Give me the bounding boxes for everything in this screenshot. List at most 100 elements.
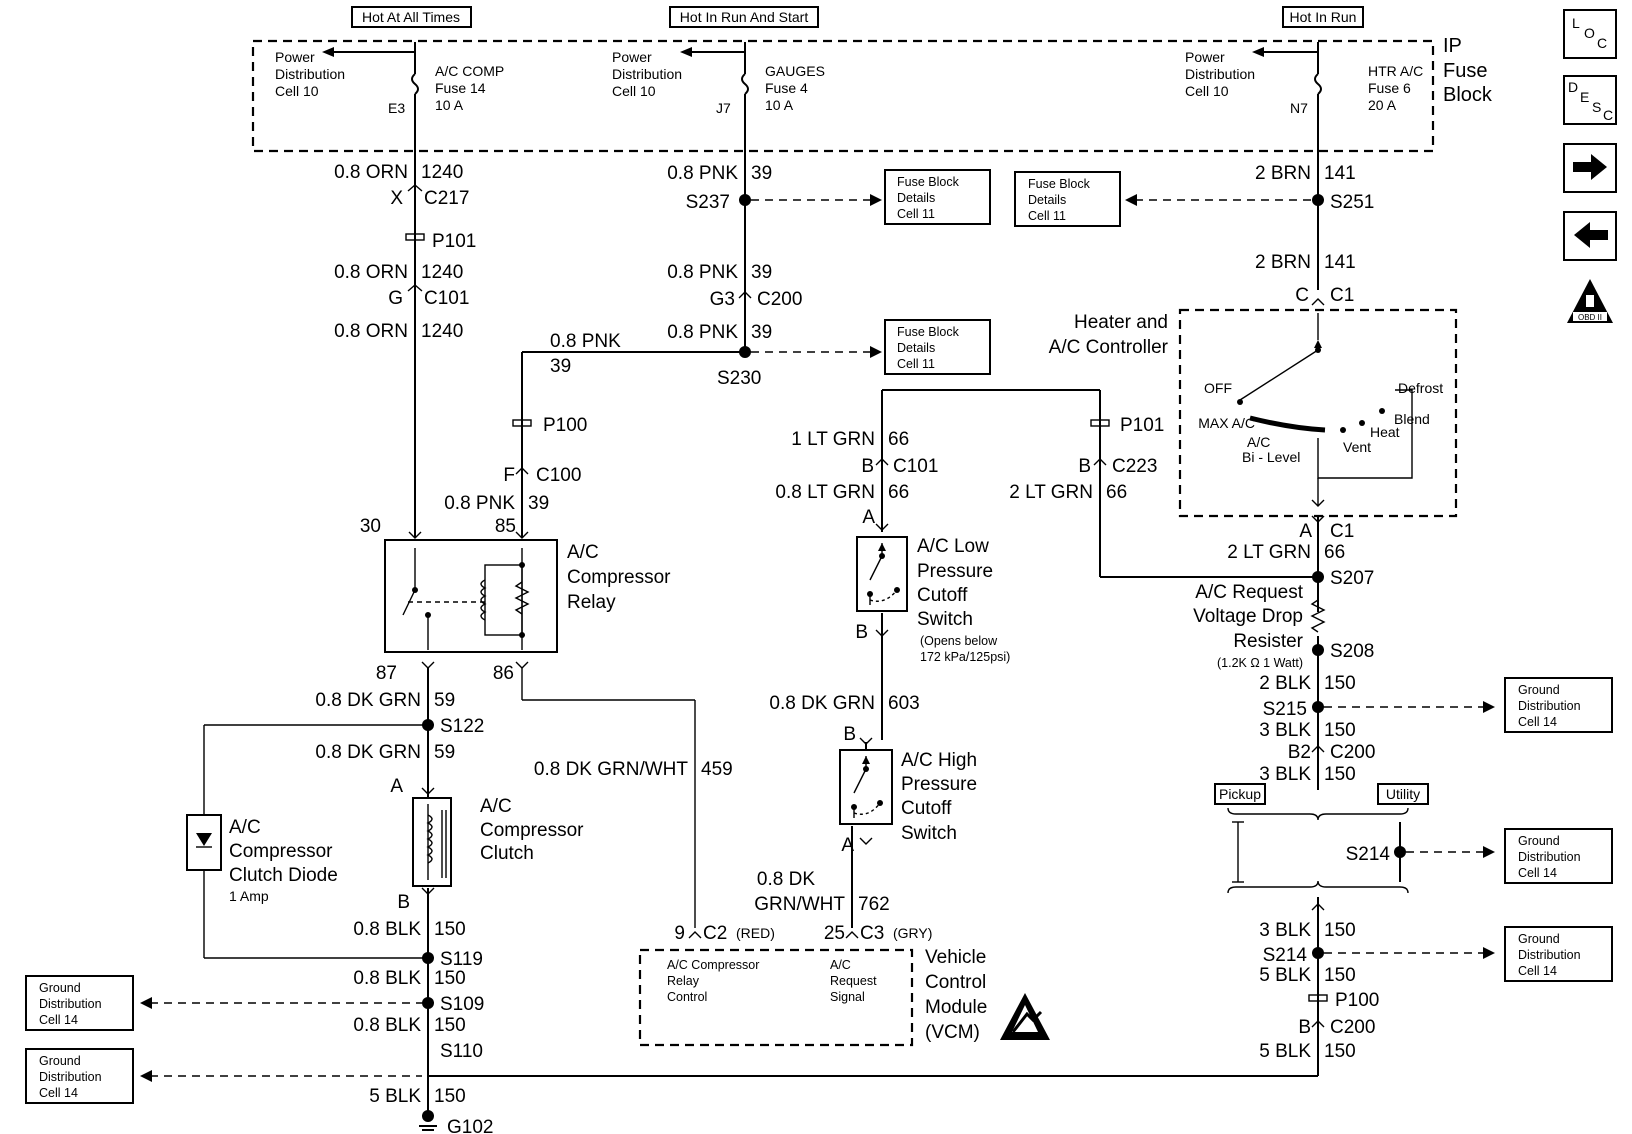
svg-text:Fuse Block: Fuse Block	[897, 325, 960, 339]
svg-text:150: 150	[434, 919, 466, 940]
svg-text:A/C Low: A/C Low	[917, 536, 989, 557]
svg-text:0.8 BLK: 0.8 BLK	[353, 968, 421, 989]
svg-text:C101: C101	[424, 288, 469, 309]
svg-text:S109: S109	[440, 994, 484, 1015]
svg-text:66: 66	[888, 482, 909, 503]
svg-text:A/C: A/C	[1247, 434, 1270, 450]
svg-text:S207: S207	[1330, 568, 1374, 589]
svg-text:Vent: Vent	[1343, 439, 1371, 455]
svg-text:Distribution: Distribution	[39, 997, 102, 1011]
ref-ground-distribution-s109[interactable]: Ground Distribution Cell 14	[25, 975, 134, 1031]
svg-text:B: B	[855, 622, 868, 643]
svg-text:B: B	[861, 456, 874, 477]
svg-text:150: 150	[434, 968, 466, 989]
svg-text:P101: P101	[432, 231, 476, 252]
svg-text:Cutoff: Cutoff	[901, 798, 952, 819]
svg-text:G102: G102	[447, 1117, 493, 1134]
ref-fuse-block-details-1[interactable]: Fuse Block Details Cell 11	[884, 169, 991, 225]
svg-text:Fuse: Fuse	[1443, 60, 1487, 82]
ref-ground-distribution-s214b[interactable]: Ground Distribution Cell 14	[1504, 926, 1613, 982]
svg-text:Ground: Ground	[1518, 932, 1560, 946]
svg-text:C2: C2	[703, 923, 727, 944]
heater-ac-circuit: 2 BRN 141 S251 2 BRN 141 C C1 Heater and…	[1009, 115, 1495, 1076]
svg-text:P100: P100	[543, 415, 587, 436]
svg-text:Control: Control	[667, 990, 707, 1004]
svg-text:Compressor: Compressor	[480, 820, 584, 841]
svg-text:150: 150	[1324, 1041, 1356, 1062]
svg-text:C1: C1	[1330, 521, 1354, 542]
ac-high-pressure-cutoff-switch	[839, 749, 893, 825]
loc-button[interactable]: L O C	[1563, 9, 1617, 59]
svg-text:30: 30	[360, 516, 381, 537]
svg-text:A: A	[862, 507, 875, 528]
svg-text:1240: 1240	[421, 262, 463, 283]
svg-text:1 LT GRN: 1 LT GRN	[791, 429, 875, 450]
svg-text:150: 150	[1324, 965, 1356, 986]
svg-text:Cutoff: Cutoff	[917, 585, 968, 606]
svg-text:C1: C1	[1330, 285, 1354, 306]
svg-text:Defrost: Defrost	[1398, 380, 1443, 396]
svg-text:C200: C200	[1330, 1017, 1375, 1038]
svg-text:5 BLK: 5 BLK	[1259, 965, 1311, 986]
svg-text:Block: Block	[1443, 84, 1493, 106]
svg-text:C200: C200	[757, 289, 802, 310]
right-arrow-icon	[1573, 154, 1607, 180]
svg-text:Details: Details	[1028, 193, 1066, 207]
svg-text:B2: B2	[1288, 742, 1311, 763]
svg-text:0.8 DK: 0.8 DK	[757, 869, 815, 890]
left-circuit: 0.8 ORN 1240 X C217 P101 0.8 ORN 1240 G …	[334, 115, 476, 538]
next-button[interactable]	[1563, 143, 1617, 193]
svg-text:A/C: A/C	[830, 958, 851, 972]
svg-text:Switch: Switch	[901, 823, 957, 844]
svg-text:(Opens below: (Opens below	[920, 634, 998, 648]
svg-text:Hot At All Times: Hot At All Times	[362, 9, 460, 25]
svg-text:A/C: A/C	[229, 817, 261, 838]
svg-text:G: G	[388, 288, 403, 309]
ref-fuse-block-details-3[interactable]: Fuse Block Details Cell 11	[884, 319, 991, 375]
svg-text:N7: N7	[1290, 100, 1308, 116]
svg-text:O: O	[1584, 25, 1595, 41]
svg-text:3 BLK: 3 BLK	[1259, 720, 1311, 741]
svg-text:10 A: 10 A	[765, 97, 794, 113]
svg-text:172 kPa/125psi): 172 kPa/125psi)	[920, 650, 1010, 664]
vehicle-control-module: 9 C2 (RED) 25 C3 (GRY) A/C Compressor Re…	[638, 923, 1050, 1047]
ac-request-voltage-drop-resistor: A/C Request Voltage Drop Resister (1.2K …	[1193, 582, 1326, 670]
svg-text:Voltage Drop: Voltage Drop	[1193, 606, 1303, 627]
desc-button[interactable]: D E S C	[1563, 75, 1617, 125]
svg-text:762: 762	[858, 894, 890, 915]
header-hot-at-all-times: Hot At All Times	[351, 6, 472, 28]
svg-text:GAUGES: GAUGES	[765, 63, 825, 79]
svg-text:Utility: Utility	[1386, 786, 1420, 802]
ref-ground-distribution-s215[interactable]: Ground Distribution Cell 14	[1504, 677, 1613, 733]
svg-text:Details: Details	[897, 341, 935, 355]
ac-low-pressure-cutoff-switch	[856, 536, 908, 612]
svg-text:Cell 14: Cell 14	[39, 1086, 78, 1100]
ref-fuse-block-details-2[interactable]: Fuse Block Details Cell 11	[1014, 171, 1121, 227]
svg-text:S122: S122	[440, 716, 484, 737]
svg-text:5 BLK: 5 BLK	[369, 1086, 421, 1107]
svg-text:150: 150	[1324, 673, 1356, 694]
svg-text:39: 39	[751, 163, 772, 184]
svg-text:Distribution: Distribution	[275, 66, 345, 82]
prev-button[interactable]	[1563, 211, 1617, 261]
svg-text:Cell 10: Cell 10	[1185, 83, 1229, 99]
svg-text:J7: J7	[716, 100, 731, 116]
svg-text:3 BLK: 3 BLK	[1259, 764, 1311, 785]
ref-ground-distribution-s214a[interactable]: Ground Distribution Cell 14	[1504, 828, 1613, 884]
svg-text:Distribution: Distribution	[1518, 699, 1581, 713]
svg-text:603: 603	[888, 693, 920, 714]
svg-text:GRN/WHT: GRN/WHT	[754, 894, 845, 915]
svg-text:Module: Module	[925, 997, 987, 1018]
svg-text:Cell 11: Cell 11	[897, 207, 935, 221]
svg-text:141: 141	[1324, 252, 1356, 273]
fuse-block-title: IP	[1443, 35, 1462, 57]
svg-text:66: 66	[1106, 482, 1127, 503]
svg-text:Pickup: Pickup	[1219, 786, 1261, 802]
svg-text:S110: S110	[440, 1041, 483, 1062]
ref-ground-distribution-bottom[interactable]: Ground Distribution Cell 14	[25, 1048, 134, 1104]
svg-text:Cell 14: Cell 14	[1518, 866, 1557, 880]
svg-text:Switch: Switch	[917, 609, 973, 630]
svg-text:X: X	[390, 188, 403, 209]
svg-text:S208: S208	[1330, 641, 1374, 662]
svg-text:Hot In Run: Hot In Run	[1290, 9, 1357, 25]
